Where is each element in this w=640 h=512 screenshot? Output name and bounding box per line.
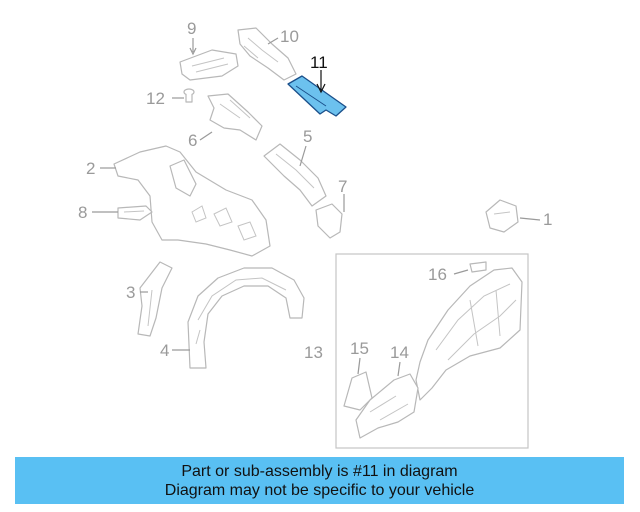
info-banner: Part or sub-assembly is #11 in diagram D…	[15, 457, 624, 504]
leader-lines	[92, 37, 541, 377]
banner-line-part-number: Part or sub-assembly is #11 in diagram	[181, 462, 458, 480]
banner-line-disclaimer: Diagram may not be specific to your vehi…	[164, 481, 475, 499]
callout-2: 2	[86, 159, 95, 178]
callout-1: 1	[543, 210, 552, 229]
part-11-highlighted[interactable]	[287, 75, 347, 117]
part-10	[237, 27, 297, 81]
callout-8: 8	[78, 203, 87, 222]
callout-10: 10	[280, 27, 299, 46]
callout-6: 6	[188, 131, 197, 150]
callout-11[interactable]: 11	[310, 53, 328, 72]
part-2	[113, 145, 271, 257]
callout-15: 15	[350, 339, 369, 358]
callout-4: 4	[160, 341, 169, 360]
callout-9: 9	[187, 19, 196, 38]
part-5	[263, 143, 327, 207]
callout-14: 14	[390, 343, 409, 362]
part-8	[117, 205, 153, 221]
callout-12: 12	[146, 89, 165, 108]
part-14	[355, 373, 419, 439]
part-16	[469, 261, 487, 273]
part-1	[485, 199, 519, 233]
part-4	[187, 267, 305, 369]
part-13-assembly	[415, 267, 523, 401]
callout-13: 13	[304, 343, 323, 362]
callout-7: 7	[338, 177, 347, 196]
part-15	[343, 371, 373, 411]
parts-diagram: 1 2 3 4 5 6 7 8 9 10 11 12 13 14 15 16	[78, 19, 552, 449]
part-7	[315, 203, 343, 239]
group-13-box	[335, 253, 529, 449]
part-12	[183, 88, 195, 103]
part-6	[207, 93, 263, 141]
part-3	[137, 261, 173, 337]
callout-labels: 1 2 3 4 5 6 7 8 9 10 11 12 13 14 15 16	[78, 19, 552, 362]
callout-16: 16	[428, 265, 447, 284]
callout-5: 5	[303, 127, 312, 146]
callout-3: 3	[126, 283, 135, 302]
part-9	[179, 49, 239, 81]
